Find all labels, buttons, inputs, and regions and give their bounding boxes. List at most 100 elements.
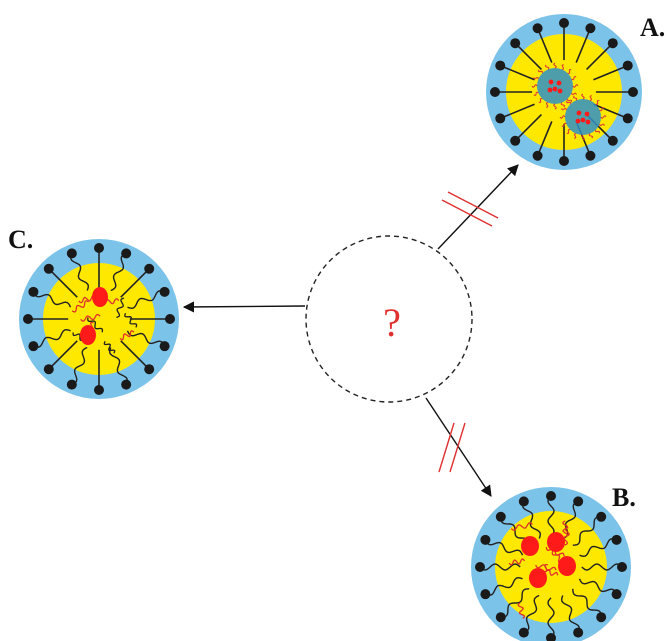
head-group [28,286,39,297]
head-group [573,627,584,638]
cluster-fringe [572,95,578,101]
head-group [628,87,638,97]
polymer-tail [33,328,71,349]
head-group [144,364,155,375]
surfactant-tail [514,42,543,71]
drug-particle [92,287,108,307]
cluster-fringe [595,129,600,134]
surfactant-tail [593,64,629,81]
drug-dot [547,87,553,93]
polymer-tail [579,537,617,558]
cluster-fringe [572,84,579,88]
drug-dot [576,110,582,116]
head-group [532,150,543,161]
head-group [546,491,556,501]
drug-dot [557,88,563,94]
head-group [585,150,596,161]
cluster-fringe [533,91,539,97]
head-group [495,612,506,623]
head-group [480,589,491,600]
arrow-to-b [425,397,492,497]
surfactant-tail [536,27,553,63]
head-group [490,87,500,97]
cluster-fringe [561,108,567,111]
polymer-tail [572,588,602,618]
head-group [28,341,39,352]
cluster-fringe [531,84,538,88]
strand [510,522,533,531]
head-group [475,562,485,572]
head-group [596,511,607,522]
core-layer [495,511,607,623]
head-group [546,633,556,641]
head-group [43,263,54,274]
surfactant-tail [48,340,78,370]
head-group [611,589,622,600]
head-group [43,364,54,375]
head-group [510,38,521,49]
surfactant-tail [48,268,78,298]
head-group [159,286,170,297]
surfactant-tail [499,64,535,81]
head-group [23,314,33,324]
polymer-tail [108,347,129,385]
blocked-mark-b [438,422,466,473]
surfactant-tail [536,121,553,157]
head-group [607,38,618,49]
drug-dot [552,86,558,92]
drug-dot [580,117,586,123]
label-a: A. [640,13,665,42]
cluster-fringe [571,75,577,81]
polymer-tail [126,330,166,347]
strand [103,341,116,354]
head-group [596,612,607,623]
drug-dot [585,119,591,125]
drug-dot [584,111,590,117]
head-group [66,379,77,390]
micelle-b [471,487,631,641]
cluster-fringe [553,62,557,69]
head-group [585,23,596,34]
drug-particle [529,568,547,588]
head-group [66,248,77,259]
dashed-circle [305,235,473,403]
cluster-fringe [595,100,600,105]
strand [116,297,125,319]
cluster-fringe [567,98,572,103]
drug-particle [80,325,96,345]
head-group [611,534,622,545]
cluster-fringe [588,133,594,139]
label-b: B. [612,483,636,512]
head-group [518,627,529,638]
head-group [495,113,506,124]
micelle-a [486,14,642,170]
cluster-fringe [581,93,585,100]
polymer-tail [560,595,581,633]
head-group [121,248,132,259]
strand [71,300,89,313]
cluster-fringe [546,102,549,108]
drug-dot [548,79,554,85]
polymer-tail [479,563,521,571]
surfactant-tail [120,268,150,298]
head-group [518,496,529,507]
head-group [495,511,506,522]
polymer-tail [581,563,623,571]
surfactant-tail [514,113,543,142]
head-group [532,23,543,34]
strand [80,313,101,322]
cluster-fringe [561,122,567,128]
strand [517,602,526,620]
head-group [622,60,633,71]
cluster-fringe [559,115,566,119]
polymer-tail [562,500,579,540]
cluster-fringe [538,98,543,103]
head-group [495,60,506,71]
head-group [165,314,175,324]
drug-particle [521,536,539,556]
polymer-tail [521,501,542,539]
cluster-fringe [599,106,605,112]
cluster-fringe [581,134,585,141]
head-group [573,496,584,507]
cluster-fringe [566,100,571,105]
